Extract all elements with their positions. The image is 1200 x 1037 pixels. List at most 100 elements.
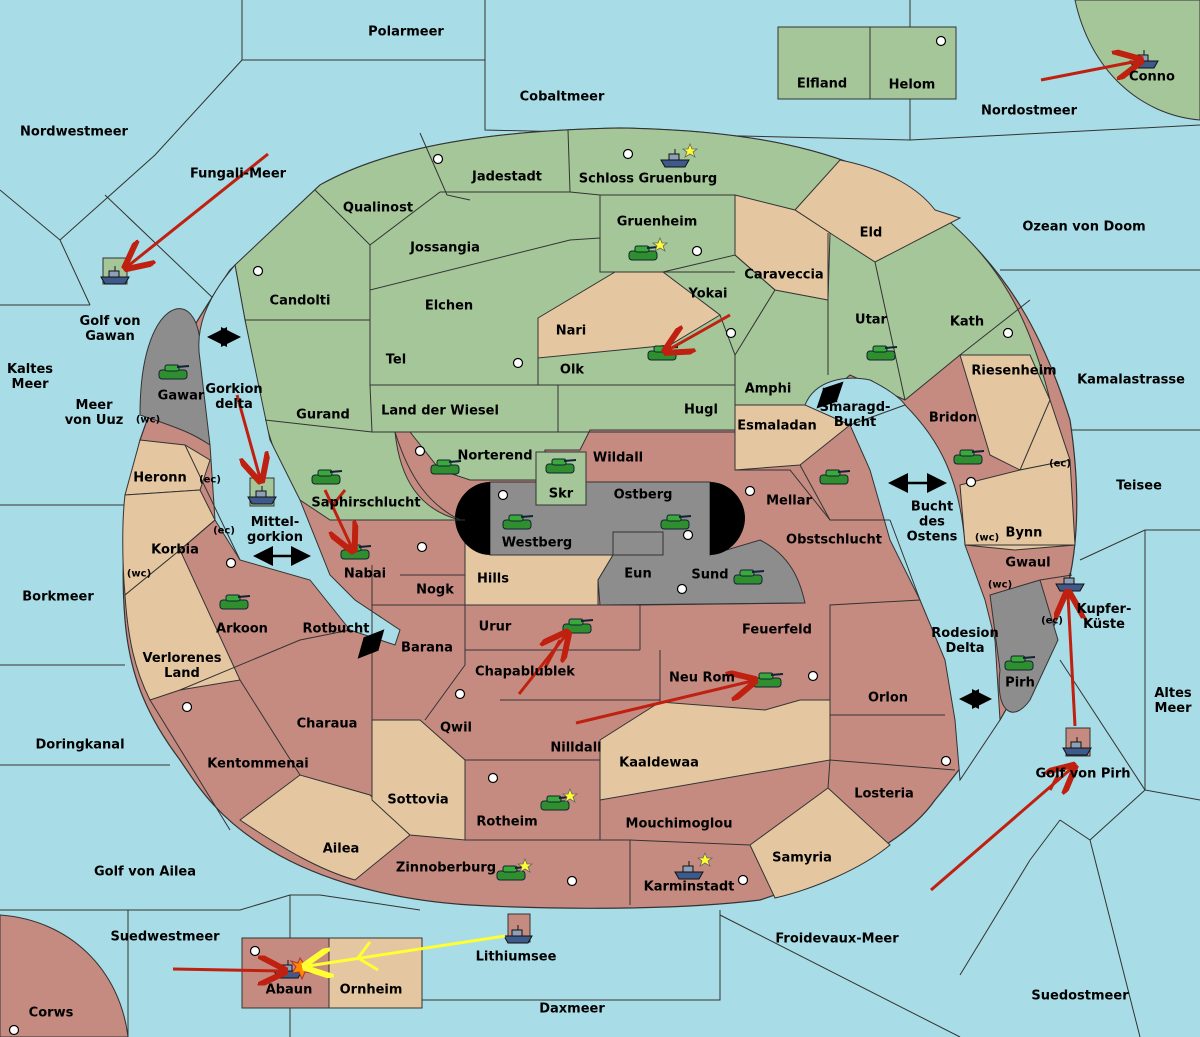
region-label: Ostberg xyxy=(613,487,673,503)
region-label: Kentommenai xyxy=(207,756,309,772)
region-label: Golf von Pirh xyxy=(1035,766,1131,782)
region-label: Samyria xyxy=(772,850,832,866)
region-label: Yokai xyxy=(688,286,728,302)
region-label: Olk xyxy=(559,362,585,378)
region-label: Rotheim xyxy=(476,814,538,830)
region-label: Esmaladan xyxy=(737,418,817,434)
region-label: Eun xyxy=(624,566,652,582)
region-label: Cobaltmeer xyxy=(519,89,605,105)
region-label: Nordwestmeer xyxy=(20,124,128,140)
region-label: Hills xyxy=(477,571,509,587)
region-label: Bucht des Ostens xyxy=(906,499,958,545)
region-label: Nogk xyxy=(416,582,454,598)
region-label: Verlorenes Land xyxy=(142,651,222,681)
region-label: Caraveccia xyxy=(744,267,824,283)
region-label: Gruenheim xyxy=(616,214,698,230)
region-label: Sund xyxy=(691,567,729,583)
region-label: Meer von Uuz xyxy=(64,398,124,428)
region-label: Smaragd- Bucht xyxy=(819,400,891,430)
region-label: Losteria xyxy=(854,786,914,802)
region-label: Kamalastrasse xyxy=(1077,372,1185,388)
coast-label: (wc) xyxy=(974,532,1000,544)
region-label: Sottovia xyxy=(387,792,449,808)
region-label: Doringkanal xyxy=(35,737,125,753)
region-label: Hugl xyxy=(684,402,718,418)
region-label: Kupfer- Küste xyxy=(1076,602,1132,632)
region-label: Teisee xyxy=(1116,478,1162,494)
region-label: Amphi xyxy=(744,381,792,397)
region-label: Bynn xyxy=(1005,525,1043,541)
coast-label: (ec) xyxy=(213,525,235,537)
region-label: Orlon xyxy=(867,690,909,706)
region-label: Altes Meer xyxy=(1154,686,1192,716)
region-label: Suedwestmeer xyxy=(110,929,220,945)
region-label: Nabai xyxy=(343,566,387,582)
region-label: Corws xyxy=(28,1005,74,1021)
region-label: Candolti xyxy=(269,293,331,309)
region-label: Jadestadt xyxy=(472,169,542,185)
region-label: Eld xyxy=(859,225,883,241)
region-label: Kaltes Meer xyxy=(6,362,54,392)
region-label: Lithiumsee xyxy=(475,949,557,965)
region-label: Qualinost xyxy=(342,200,414,216)
region-label: Conno xyxy=(1129,69,1175,85)
region-label: Abaun xyxy=(265,982,313,998)
coast-label: (wc) xyxy=(126,568,152,580)
region-label: Urur xyxy=(478,619,512,635)
region-label: Rotbucht xyxy=(302,621,370,637)
coast-label: (ec) xyxy=(1049,458,1071,470)
region-label: Ornheim xyxy=(339,982,403,998)
region-label: Ailea xyxy=(322,841,360,857)
coast-label: (wc) xyxy=(987,579,1013,591)
region-label: Chapablublek xyxy=(475,664,575,680)
region-label: Kaaldewaa xyxy=(619,755,699,771)
region-label: Gawar xyxy=(157,388,205,404)
region-label: Charaua xyxy=(296,716,358,732)
coast-label: (ec) xyxy=(1041,615,1063,627)
region-label: Wildall xyxy=(592,450,644,466)
region-label: Froidevaux-Meer xyxy=(775,931,899,947)
region-label: Barana xyxy=(401,640,453,656)
region-label: Elfland xyxy=(796,76,848,92)
adjacency-arrows xyxy=(207,327,992,709)
region-label: Helom xyxy=(888,77,936,93)
region-label: Saphirschlucht xyxy=(311,495,421,511)
region-label: Schloss Gruenburg xyxy=(578,171,718,187)
region-label: Tel xyxy=(385,352,407,368)
region-label: Gurand xyxy=(296,407,350,423)
region-label: Golf von Gawan xyxy=(79,314,141,344)
region-label: Nari xyxy=(555,323,587,339)
region-label: Norterend xyxy=(457,448,533,464)
region-label: Borkmeer xyxy=(22,589,94,605)
region-label: Utar xyxy=(855,312,887,328)
region-label: Nordostmeer xyxy=(980,103,1078,119)
region-label: Westberg xyxy=(501,535,573,551)
region-label: Arkoon xyxy=(216,621,268,637)
order-arrows xyxy=(128,61,1138,971)
region-label: Zinnoberburg xyxy=(395,860,497,876)
region-label: Skr xyxy=(548,486,574,502)
region-label: Mouchimoglou xyxy=(625,816,733,832)
land-borders xyxy=(149,129,1075,905)
region-label: Neu Rom xyxy=(669,670,735,686)
region-label: Land der Wiesel xyxy=(381,403,499,419)
region-label: Mellar xyxy=(766,493,812,509)
region-label: Kath xyxy=(949,314,985,330)
region-label: Qwil xyxy=(440,720,472,736)
region-label: Gorkion delta xyxy=(205,382,263,412)
region-label: Feuerfeld xyxy=(742,622,812,638)
region-label: Heronn xyxy=(133,470,187,486)
region-label: Golf von Ailea xyxy=(94,864,196,880)
region-label: Daxmeer xyxy=(539,1001,605,1017)
region-label: Korbia xyxy=(151,542,199,558)
region-label: Pirh xyxy=(1005,675,1035,691)
coast-label: (wc) xyxy=(135,414,161,426)
region-label: Fungali-Meer xyxy=(189,166,287,182)
region-label: Rodesion Delta xyxy=(931,626,999,656)
region-label: Obstschlucht xyxy=(786,532,882,548)
region-label: Jossangia xyxy=(410,240,480,256)
region-label: Polarmeer xyxy=(368,24,444,40)
region-label: Mittel- gorkion xyxy=(247,515,303,545)
convoy-arrow xyxy=(308,934,506,966)
